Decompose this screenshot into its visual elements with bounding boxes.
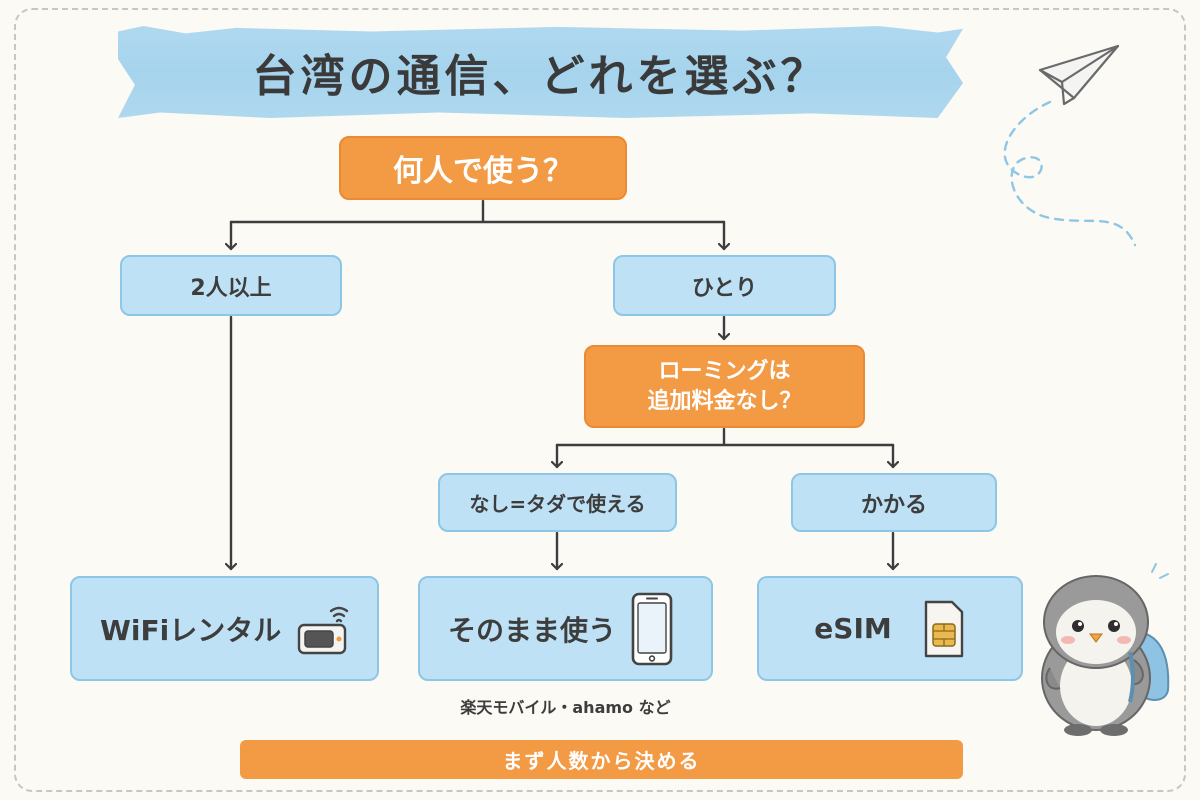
footer-banner: まず人数から決める: [240, 740, 963, 779]
note-carriers: 楽天モバイル・ahamo など: [460, 698, 671, 717]
connector-q2-split: [555, 427, 895, 447]
penguin-illustration: [1041, 563, 1170, 736]
result-asis-label: そのまま使う: [448, 613, 617, 647]
result-esim: eSIM: [757, 576, 1023, 681]
result-wifi-label: WiFiレンタル: [100, 613, 282, 647]
dashed-frame: [14, 8, 1186, 792]
option-fee-charged: かかる: [791, 473, 997, 532]
paper-plane-icon: [1003, 44, 1137, 247]
smartphone-icon: [631, 592, 673, 665]
result-esim-label: eSIM: [814, 612, 892, 645]
option-no-fee: なし=タダで使える: [438, 473, 677, 532]
sim-card-icon: [924, 600, 963, 657]
question-roaming-fee: ローミングは 追加料金なし？: [584, 345, 865, 428]
question-roaming-line2: 追加料金なし？: [647, 388, 802, 414]
title-tape: [118, 26, 963, 118]
question-how-many: 何人で使う？: [339, 136, 627, 200]
result-use-as-is: そのまま使う: [418, 576, 713, 681]
result-wifi-rental: WiFiレンタル: [70, 576, 379, 681]
wifi-router-icon: [298, 606, 349, 654]
page-title: 台湾の通信、どれを選ぶ？: [252, 51, 829, 102]
option-solo: ひとり: [613, 255, 836, 316]
connector-q1-split: [229, 199, 726, 224]
option-two-or-more: 2人以上: [120, 255, 342, 316]
question-roaming-line1: ローミングは: [658, 358, 791, 384]
